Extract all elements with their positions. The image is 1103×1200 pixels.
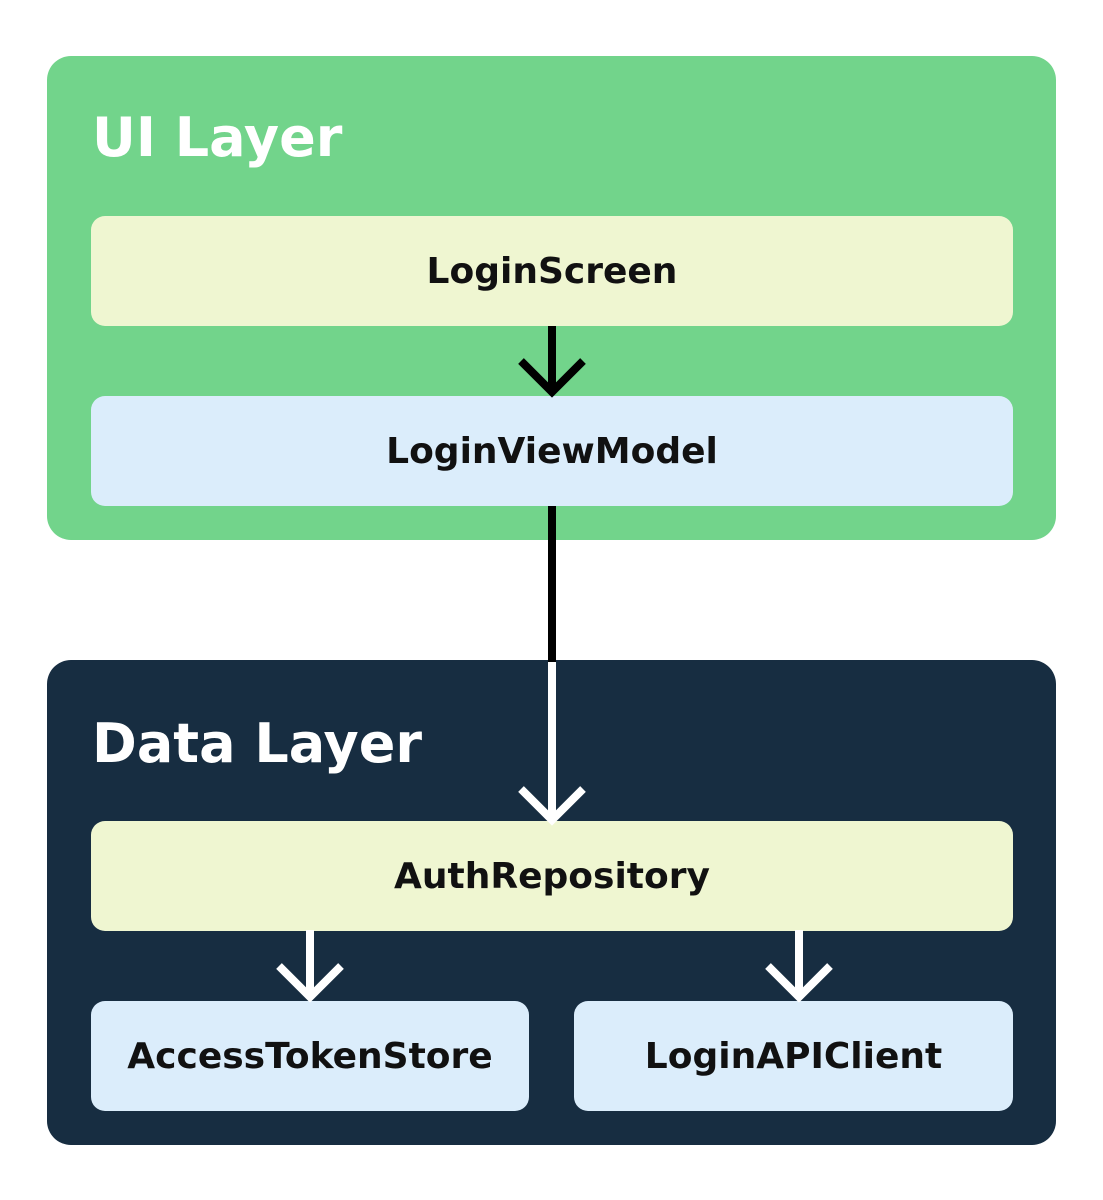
login-api-client-box: LoginAPIClient: [574, 1001, 1013, 1111]
ui-layer-title: UI Layer: [92, 106, 343, 169]
data-layer-container: Data Layer AuthRepository AccessTokenSto…: [47, 660, 1056, 1145]
login-screen-box: LoginScreen: [91, 216, 1013, 326]
auth-repository-box: AuthRepository: [91, 821, 1013, 931]
login-view-model-label: LoginViewModel: [386, 430, 718, 472]
access-token-store-box: AccessTokenStore: [91, 1001, 529, 1111]
access-token-store-label: AccessTokenStore: [127, 1035, 493, 1077]
login-api-client-label: LoginAPIClient: [644, 1035, 943, 1077]
data-layer-title: Data Layer: [92, 712, 422, 775]
login-screen-label: LoginScreen: [426, 250, 678, 292]
login-view-model-box: LoginViewModel: [91, 396, 1013, 506]
ui-layer-container: UI Layer LoginScreen LoginViewModel: [47, 56, 1056, 540]
auth-repository-label: AuthRepository: [394, 855, 710, 897]
